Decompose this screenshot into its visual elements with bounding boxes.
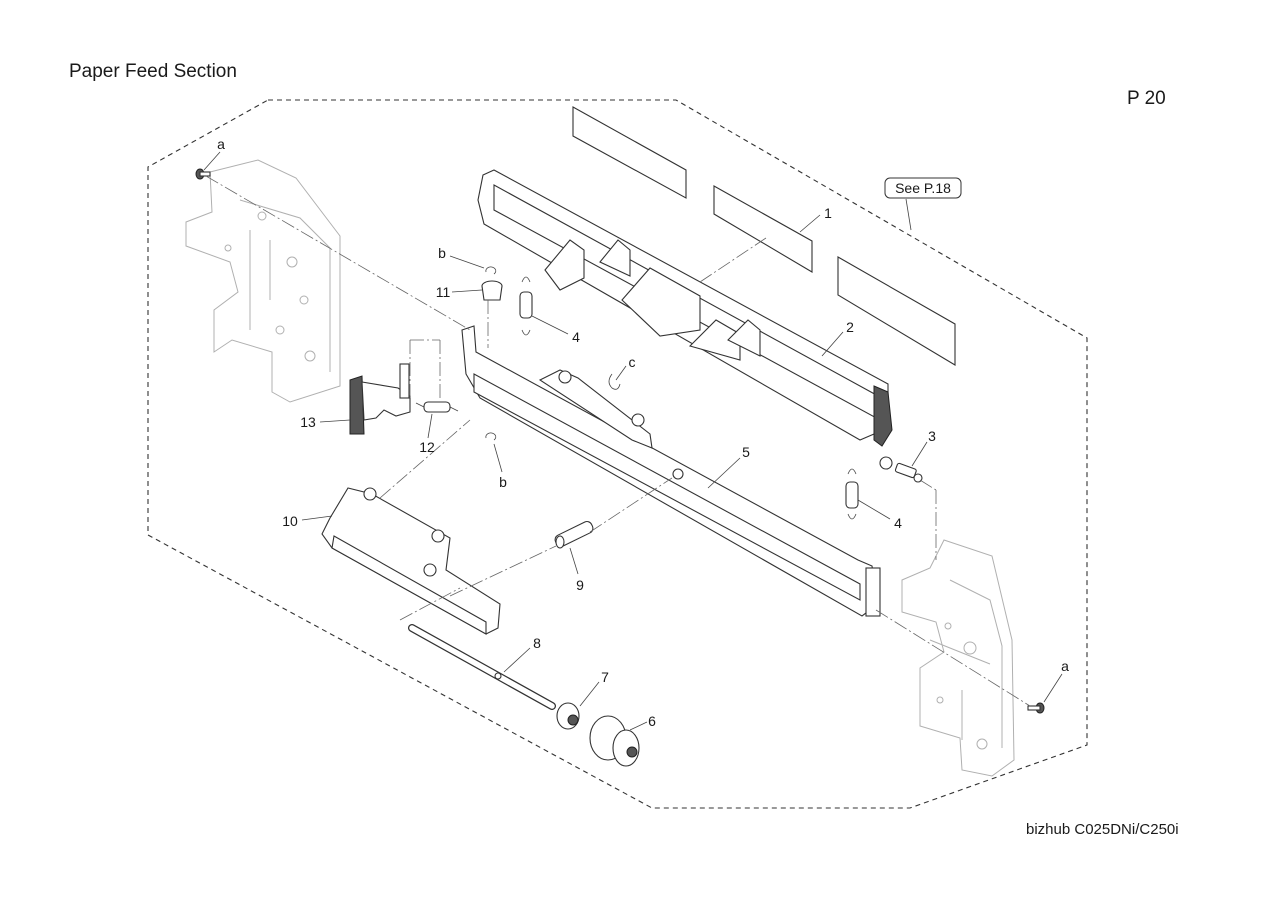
paper-guide-sheets (572, 106, 956, 366)
reference-callout-text: See P.18 (895, 180, 951, 196)
label-ref-c: c (629, 354, 636, 370)
callout-leader (905, 198, 912, 231)
label-part-1: 1 (824, 205, 832, 221)
part-4-spring-lower (845, 468, 859, 520)
left-frame-ghost (185, 159, 341, 403)
reference-callout-box (884, 177, 962, 199)
part-6-pickup-roller (589, 715, 640, 767)
part-4-spring-upper (519, 276, 533, 336)
label-part-4-upper: 4 (572, 329, 580, 345)
label-ref-a-right: a (1061, 658, 1069, 674)
part-11-bushing (481, 280, 503, 301)
part-8-shaft (408, 624, 556, 710)
part-9-roller (554, 520, 594, 549)
part-10-lower-guide (321, 487, 501, 635)
part-13-lever (349, 363, 411, 435)
label-part-8: 8 (533, 635, 541, 651)
label-part-4-lower: 4 (894, 515, 902, 531)
part-12-spring (415, 401, 459, 413)
label-part-11: 11 (436, 284, 451, 300)
label-part-6: 6 (648, 713, 656, 729)
label-ref-b-lower: b (499, 474, 507, 490)
part-5-frame-bracket (461, 325, 881, 617)
right-frame-ghost (901, 539, 1015, 777)
label-part-3: 3 (928, 428, 936, 444)
label-part-13: 13 (300, 414, 316, 430)
label-part-12: 12 (419, 439, 435, 455)
part-7-collar (556, 702, 580, 730)
label-part-9: 9 (576, 577, 584, 593)
label-ref-b-upper: b (438, 245, 446, 261)
part-1-feed-guide (477, 169, 893, 470)
assembly-boundary (147, 99, 1088, 809)
page-number: P 20 (1127, 88, 1166, 109)
label-part-7: 7 (601, 669, 609, 685)
page-title: Paper Feed Section (69, 61, 237, 82)
label-part-2: 2 (846, 319, 854, 335)
part-3-shoulder-screw (894, 462, 923, 483)
label-part-5: 5 (742, 444, 750, 460)
fasteners (195, 168, 1045, 714)
model-name: bizhub C025DNi/C250i (1026, 821, 1179, 838)
label-ref-a-left: a (217, 136, 225, 152)
leader-lines (203, 151, 1063, 731)
alignment-lines (205, 175, 1031, 707)
label-part-10: 10 (282, 513, 298, 529)
